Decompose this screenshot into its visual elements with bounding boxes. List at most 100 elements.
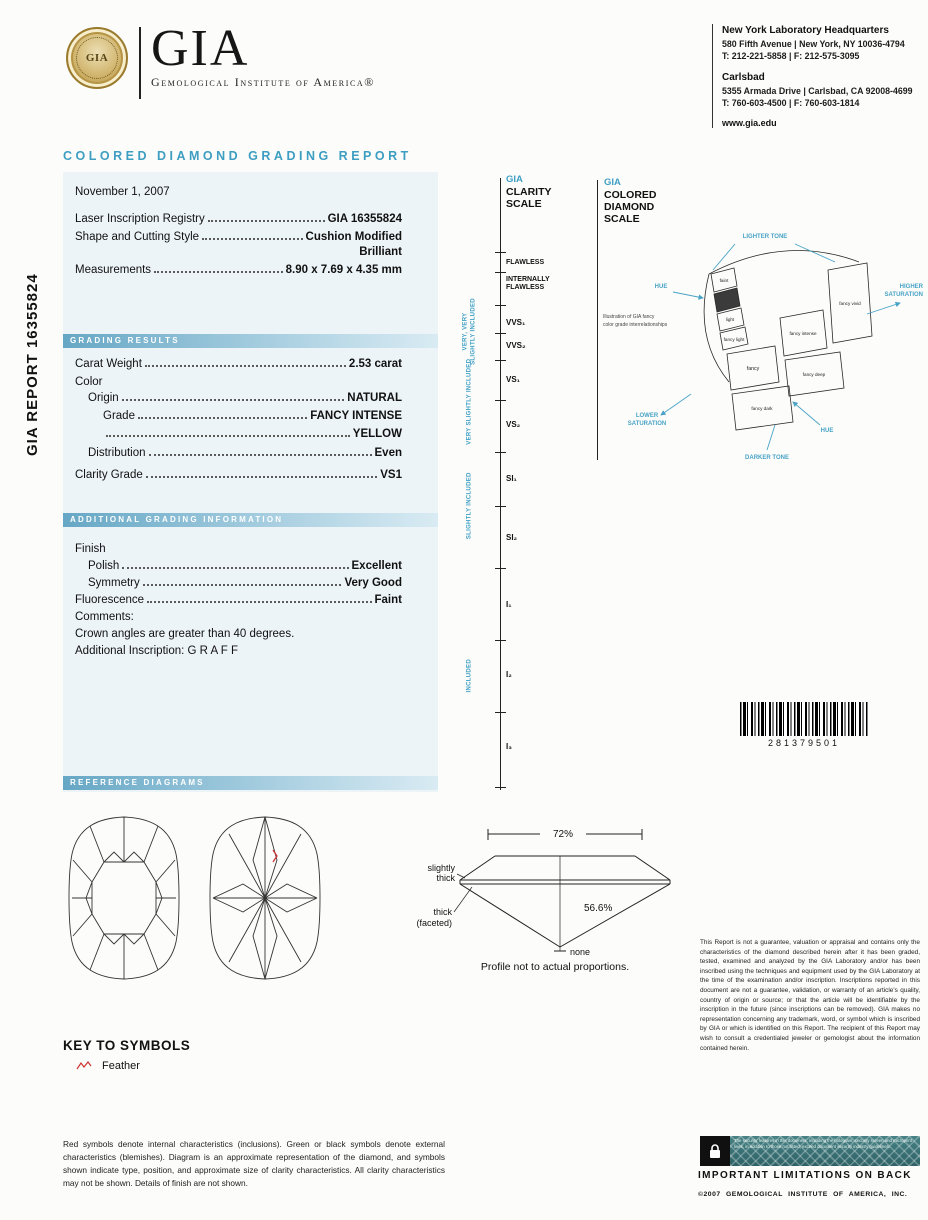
barcode bbox=[740, 702, 868, 736]
dot-leader bbox=[122, 567, 349, 569]
location-name: New York Laboratory Headquarters bbox=[722, 25, 889, 36]
gia-wordmark-block: GIA Gemological Institute of America® bbox=[151, 22, 375, 90]
report-title: COLORED DIAMOND GRADING REPORT bbox=[63, 149, 412, 163]
girdle-label-thick: thick bbox=[436, 873, 455, 883]
field-color-origin: Origin NATURAL bbox=[88, 392, 402, 404]
dot-leader bbox=[147, 601, 372, 603]
colored-diamond-scale: GIA COLORED DIAMOND SCALE bbox=[595, 177, 927, 470]
note-line-1: Illustration of GIA fancy bbox=[603, 314, 655, 320]
scale-tick bbox=[495, 568, 506, 570]
dot-leader bbox=[207, 220, 325, 222]
location-name: Carlsbad bbox=[722, 72, 765, 84]
seal-monogram: GIA bbox=[85, 52, 109, 64]
clarity-grade-internally-flawless: INTERNALLY FLAWLESS bbox=[506, 276, 550, 292]
field-value: YELLOW bbox=[352, 428, 402, 440]
label-darker-tone: DARKER TONE bbox=[745, 455, 789, 461]
clarity-grade-i2: I₂ bbox=[506, 670, 512, 679]
dot-leader bbox=[202, 238, 303, 240]
location-phones: T: 760-603-4500 | F: 760-603-1814 bbox=[722, 97, 860, 108]
plot-pavilion-view bbox=[209, 816, 321, 980]
clarity-grade-vvs1: VVS₁ bbox=[506, 318, 526, 327]
section-header-reference-diagrams: REFERENCE DIAGRAMS bbox=[63, 776, 438, 790]
fancy-color-relationship-diagram: faint light fancy light fancy fancy inte… bbox=[603, 234, 924, 461]
clarity-heading-line2: SCALE bbox=[506, 197, 542, 210]
color-axis-labels: LIGHTER TONE HUE HIGHER SATURATION LOWER… bbox=[628, 234, 924, 461]
field-value: Brilliant bbox=[359, 246, 402, 258]
security-lock-panel bbox=[700, 1136, 730, 1166]
color-heading-line2: DIAMOND bbox=[604, 200, 655, 213]
color-scale-heading: GIA COLORED DIAMOND SCALE bbox=[604, 177, 657, 225]
girdle-label-faceted: (faceted) bbox=[416, 918, 452, 928]
clarity-category-si: SLIGHTLY INCLUDED bbox=[466, 472, 473, 540]
profile-diagram: 72% 56.6% slightly thick thick (faceted)… bbox=[416, 829, 671, 957]
gia-brand: GIA bbox=[604, 177, 621, 188]
scale-tick bbox=[495, 640, 506, 642]
scale-tick bbox=[495, 712, 506, 714]
field-carat-weight: Carat Weight 2.53 carat bbox=[75, 358, 402, 370]
clarity-grade-i3: I₃ bbox=[506, 742, 512, 751]
section-header-additional-grading: ADDITIONAL GRADING INFORMATION bbox=[63, 513, 438, 527]
grade-faint: faint bbox=[720, 278, 729, 283]
grade-fancy-dark: fancy dark bbox=[751, 406, 773, 411]
field-shape-style: Shape and Cutting Style Cushion Modified bbox=[75, 231, 402, 243]
dot-leader bbox=[106, 435, 350, 437]
seal-inner-ring: GIA bbox=[76, 37, 118, 79]
field-fluorescence: Fluorescence Faint bbox=[75, 594, 402, 606]
clarity-grade-si2: SI₂ bbox=[506, 533, 518, 542]
field-color-grade-line2: YELLOW bbox=[103, 428, 402, 440]
profile-caption: Profile not to actual proportions. bbox=[480, 961, 630, 973]
field-clarity-grade: Clarity Grade VS1 bbox=[75, 469, 402, 481]
key-item-feather: Feather bbox=[76, 1060, 140, 1072]
profile-outline bbox=[453, 829, 671, 952]
field-value: 2.53 carat bbox=[348, 358, 402, 370]
clarity-grade-flawless: FLAWLESS bbox=[506, 259, 545, 266]
dot-leader bbox=[145, 476, 378, 478]
barcode-block: 281379501 bbox=[740, 702, 868, 748]
field-label: Carat Weight bbox=[75, 358, 142, 370]
clarity-category-vs: VERY SLIGHTLY INCLUDED bbox=[466, 358, 473, 445]
color-scale-note: Illustration of GIA fancy color grade in… bbox=[603, 314, 668, 328]
grade-fancy-light: fancy light bbox=[724, 337, 745, 342]
field-measurements: Measurements 8.90 x 7.69 x 4.35 mm bbox=[75, 264, 402, 276]
comment-line-1: Crown angles are greater than 40 degrees… bbox=[75, 628, 295, 640]
field-color-grade: Grade FANCY INTENSE bbox=[103, 410, 402, 422]
field-value: GIA 16355824 bbox=[327, 213, 402, 225]
scale-tick bbox=[495, 272, 506, 274]
address-new-york: New York Laboratory Headquarters 580 Fif… bbox=[722, 24, 924, 62]
scale-tick bbox=[495, 360, 506, 362]
fancy-grade-labels: faint light fancy light fancy fancy inte… bbox=[720, 278, 862, 411]
website-url: www.gia.edu bbox=[722, 118, 777, 129]
field-value: Very Good bbox=[344, 577, 402, 589]
label-lighter-tone: LIGHTER TONE bbox=[743, 234, 788, 240]
dot-leader bbox=[121, 399, 345, 401]
label-hue-top: HUE bbox=[655, 284, 668, 290]
field-label: Symmetry bbox=[88, 577, 140, 589]
dot-leader bbox=[148, 454, 372, 456]
color-structure-outline bbox=[703, 250, 873, 431]
clarity-grade-si1: SI₁ bbox=[506, 474, 517, 483]
scale-tick bbox=[495, 400, 506, 402]
copyright-text: ©2007 GEMOLOGICAL INSTITUTE OF AMERICA, … bbox=[698, 1191, 908, 1198]
field-label: Shape and Cutting Style bbox=[75, 231, 200, 243]
lock-icon bbox=[710, 1144, 720, 1158]
hologram-text: The security features in this document, … bbox=[730, 1136, 920, 1166]
scale-tick bbox=[495, 506, 506, 508]
dot-leader bbox=[144, 365, 346, 367]
gia-seal-logo: GIA bbox=[66, 27, 128, 89]
girdle-label-thick-2: thick bbox=[433, 907, 452, 917]
comment-line-2: Additional Inscription: G R A F F bbox=[75, 645, 238, 657]
label-lower-saturation-2: SATURATION bbox=[628, 421, 666, 427]
field-label: Distribution bbox=[88, 447, 146, 459]
depth-percentage: 56.6% bbox=[584, 903, 612, 914]
label-higher-saturation-2: SATURATION bbox=[885, 292, 923, 298]
dot-leader bbox=[154, 271, 283, 273]
report-number-vertical: GIA REPORT 16355824 bbox=[24, 273, 41, 456]
location-phones: T: 212-221-5858 | F: 212-575-3095 bbox=[722, 50, 860, 61]
color-heading-line1: COLORED bbox=[604, 188, 657, 201]
scale-tick bbox=[495, 333, 506, 335]
field-label: Clarity Grade bbox=[75, 469, 143, 481]
culet-label: none bbox=[570, 947, 590, 957]
field-label: Grade bbox=[103, 410, 135, 422]
field-label: Measurements bbox=[75, 264, 152, 276]
